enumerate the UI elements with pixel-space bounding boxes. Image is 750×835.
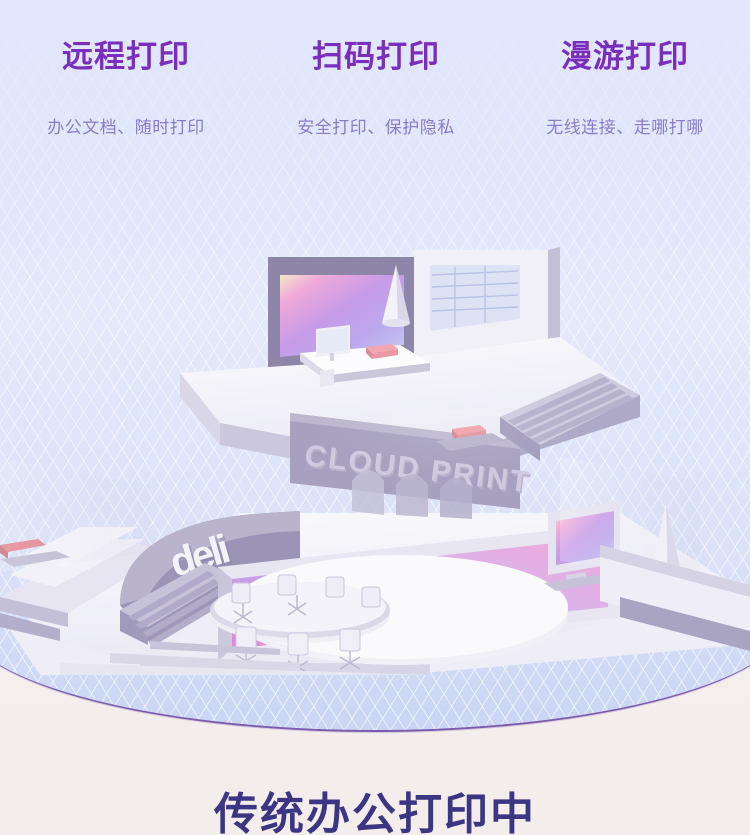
right-platform-edge bbox=[600, 545, 750, 651]
upper-floor-workstation bbox=[300, 325, 430, 387]
isometric-office-illustration: deli deli deli bbox=[0, 245, 750, 675]
feature-title-3: 漫游打印 bbox=[561, 39, 689, 74]
feature-column-3: 漫游打印 bbox=[500, 39, 750, 74]
arch-openings bbox=[352, 470, 472, 519]
back-wall-window bbox=[414, 247, 560, 357]
feature-subtitle-1: 办公文档、随时打印 bbox=[47, 118, 205, 137]
feature-subtitles-row: 办公文档、随时打印 安全打印、保护隐私 无线连接、走哪打哪 bbox=[0, 113, 750, 138]
front-terrace-steps bbox=[60, 641, 430, 675]
feature-titles-row: 远程打印 扫码打印 漫游打印 bbox=[0, 39, 750, 74]
projection-beams bbox=[0, 387, 700, 675]
feature-title-2: 扫码打印 bbox=[312, 39, 440, 74]
feature-subtitle-3: 无线连接、走哪打哪 bbox=[546, 118, 704, 137]
feature-column-2: 扫码打印 bbox=[252, 39, 500, 74]
feature-subtitle-cell-1: 办公文档、随时打印 bbox=[0, 113, 252, 138]
feature-subtitle-2: 安全打印、保护隐私 bbox=[297, 118, 455, 137]
feature-column-1: 远程打印 bbox=[0, 39, 252, 74]
bottom-caption: 传统办公打印中 bbox=[214, 790, 536, 835]
feature-title-1: 远程打印 bbox=[62, 39, 190, 74]
back-display-panel bbox=[268, 251, 428, 373]
feature-subtitle-cell-3: 无线连接、走哪打哪 bbox=[500, 113, 750, 138]
feature-subtitle-cell-2: 安全打印、保护隐私 bbox=[252, 113, 500, 138]
